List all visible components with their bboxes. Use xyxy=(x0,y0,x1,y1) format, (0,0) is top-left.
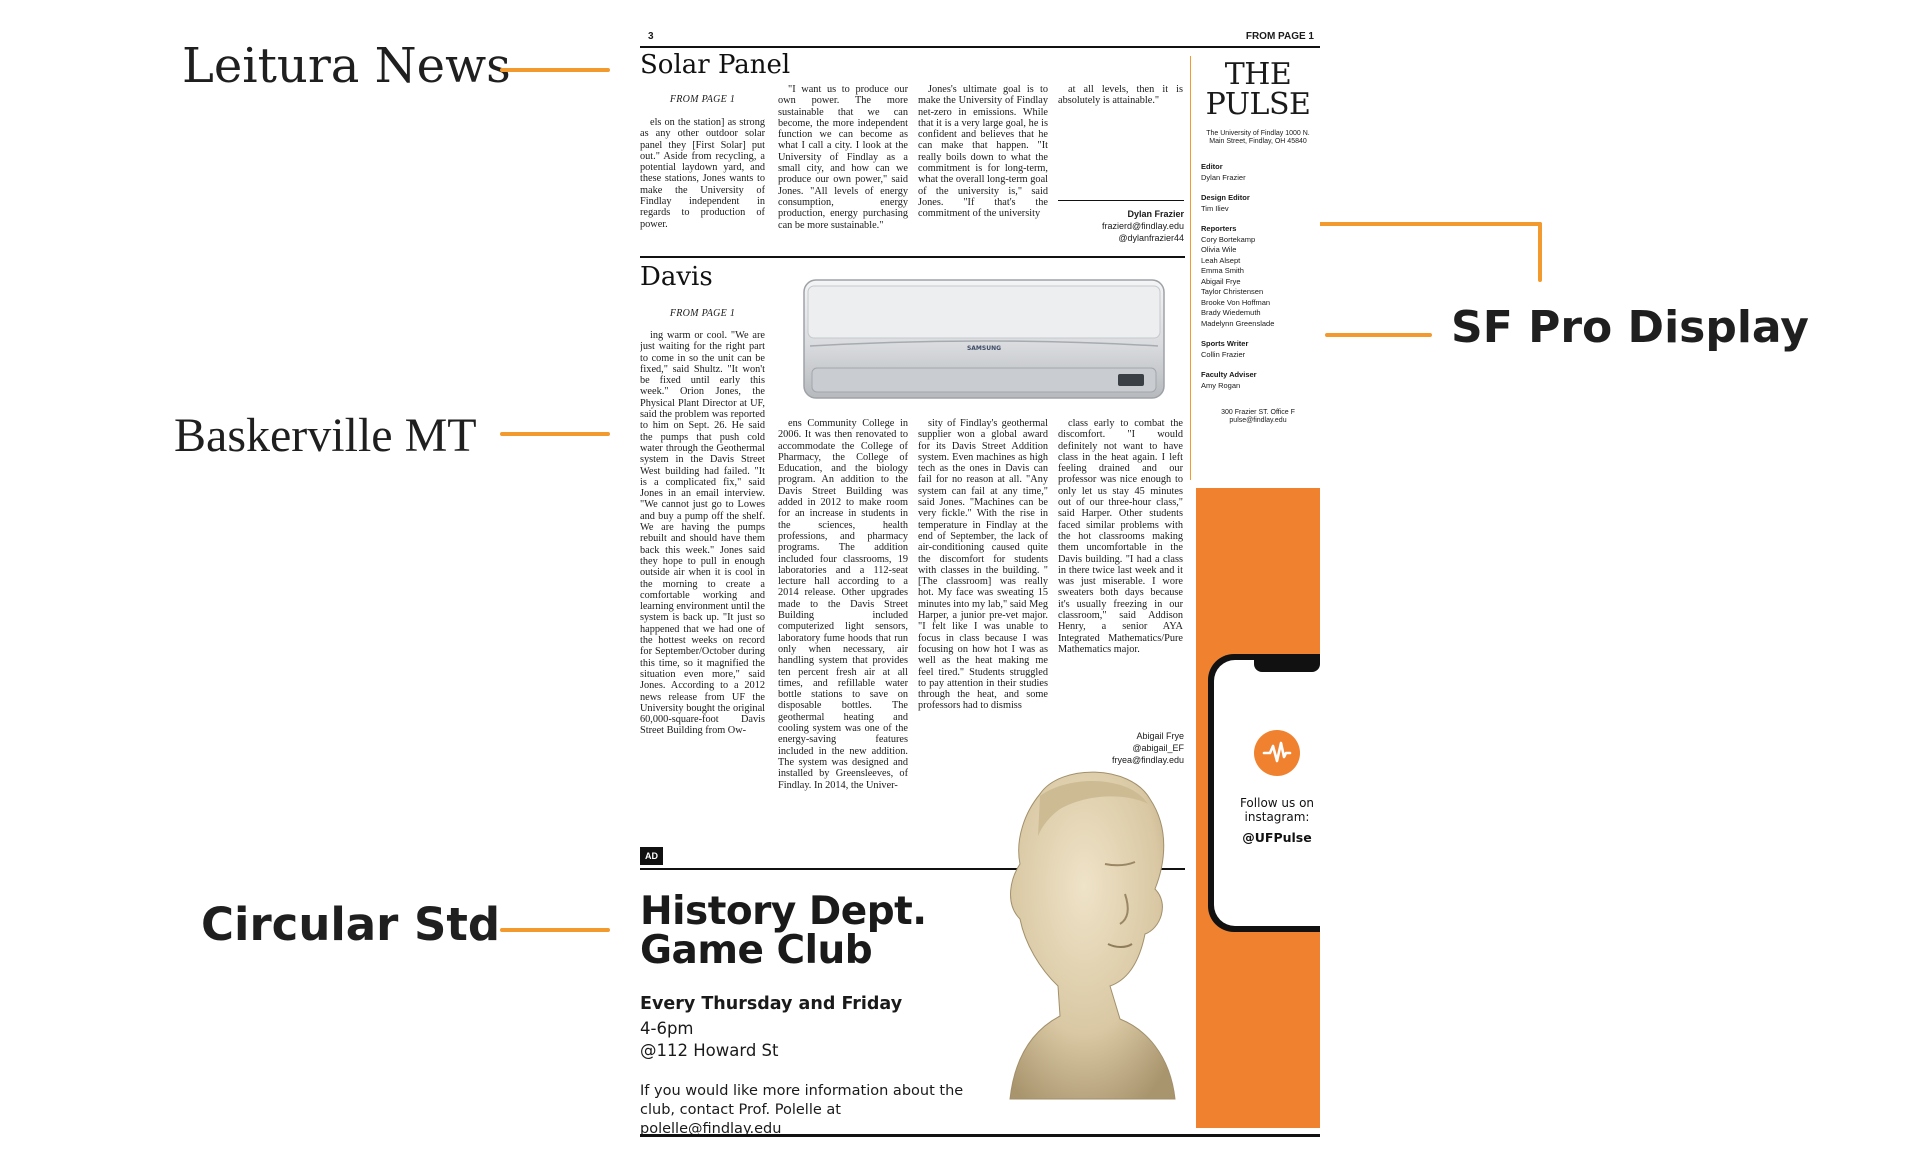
staff-faculty-adviser: Amy Rogan xyxy=(1201,380,1241,390)
annotation-leitura-news: Leitura News xyxy=(182,38,511,94)
ad-location: @112 Howard St xyxy=(640,1041,779,1060)
davis-headline: Davis xyxy=(640,262,713,292)
staff-reporter: Madelynn Greenslade xyxy=(1201,318,1275,328)
staff-list: Editor Dylan Frazier Design Editor Tim I… xyxy=(1201,162,1315,391)
staff-reporter: Brady Wiedemuth xyxy=(1201,308,1261,317)
ad-rule xyxy=(640,868,1185,870)
staff-role-editor: Editor xyxy=(1201,162,1223,171)
ad-schedule: Every Thursday and Friday xyxy=(640,994,903,1014)
ad-contact-info: If you would like more information about… xyxy=(640,1083,964,1137)
davis-column-2: ens Community College in 2006. It was th… xyxy=(778,418,908,791)
staff-reporter: Taylor Christensen xyxy=(1201,287,1264,296)
instagram-handle: @UFPulse xyxy=(1242,830,1312,845)
solar-column-1: els on the station] as strong as any oth… xyxy=(640,117,765,230)
annotation-line-sfpro-top xyxy=(1190,222,1542,226)
solar-byline-rule xyxy=(1058,200,1184,201)
phone-screen: Follow us on instagram: @UFPulse xyxy=(1214,660,1320,926)
ad-tag: AD xyxy=(640,847,663,865)
staff-role-design: Design Editor xyxy=(1201,193,1250,202)
staff-reporter: Cory Bortekamp xyxy=(1201,234,1256,244)
instagram-promo-panel: Follow us on instagram: @UFPulse xyxy=(1196,488,1320,1128)
solar-headline: Solar Panel xyxy=(640,50,791,80)
solar-author: Dylan Frazier xyxy=(1127,209,1184,219)
phone-notch xyxy=(1254,660,1320,672)
davis-author-handle: @abigail_EF xyxy=(1132,743,1184,753)
staff-role-sports: Sports Writer xyxy=(1201,339,1249,348)
masthead-contact: 300 Frazier ST. Office F pulse@findlay.e… xyxy=(1221,409,1295,424)
bottom-rule xyxy=(640,1134,1320,1137)
solar-byline: Dylan Frazier frazierd@findlay.edu @dyla… xyxy=(1058,208,1184,244)
masthead: THE PULSE The University of Findlay 1000… xyxy=(1190,56,1315,480)
phone-mockup: Follow us on instagram: @UFPulse xyxy=(1208,654,1320,932)
staff-reporter: Emma Smith xyxy=(1201,266,1244,275)
davis-author: Abigail Frye xyxy=(1136,731,1184,741)
masthead-address: The University of Findlay 1000 N. Main S… xyxy=(1206,130,1310,145)
solar-column-4: at all levels, then it is absolutely is … xyxy=(1058,84,1183,107)
davis-byline: Abigail Frye @abigail_EF fryea@findlay.e… xyxy=(1058,730,1184,766)
ad-time: 4-6pm xyxy=(640,1019,694,1038)
ad-title: History Dept. Game Club xyxy=(640,889,927,973)
solar-column-2: "I want us to produce our own power. The… xyxy=(778,84,908,231)
section-rule xyxy=(640,256,1185,258)
davis-column-3: sity of Findlay's geothermal supplier wo… xyxy=(918,418,1048,712)
top-rule xyxy=(640,46,1320,48)
solar-author-handle: @dylanfrazier44 xyxy=(1118,233,1184,243)
annotation-sf-pro-display: SF Pro Display xyxy=(1451,302,1809,353)
davis-column-4: class early to combat the discomfort. "I… xyxy=(1058,418,1183,655)
staff-reporter: Brooke Von Hoffman xyxy=(1201,297,1271,307)
staff-design-editor: Tim Iliev xyxy=(1201,203,1229,213)
annotation-line-baskerville xyxy=(500,432,610,436)
staff-reporter: Leah Alsept xyxy=(1201,255,1241,265)
staff-reporter: Olivia Wile xyxy=(1201,245,1237,254)
page-continued-from: FROM PAGE 1 xyxy=(1245,31,1314,42)
annotation-line-sfpro-vertical xyxy=(1538,222,1542,282)
solar-author-email: frazierd@findlay.edu xyxy=(1101,221,1184,231)
annotation-line-circular xyxy=(500,928,610,932)
pulse-logo-icon xyxy=(1254,730,1300,776)
solar-column-3: Jones's ultimate goal is to make the Uni… xyxy=(918,84,1048,220)
staff-role-adviser: Faculty Adviser xyxy=(1201,370,1257,379)
staff-role-reporters: Reporters xyxy=(1201,224,1237,233)
staff-sports-writer: Collin Frazier xyxy=(1201,349,1246,359)
air-conditioner-photo: SAMSUNG xyxy=(803,279,1165,399)
annotation-line-sfpro xyxy=(1325,333,1432,337)
masthead-title: THE PULSE xyxy=(1205,57,1311,122)
staff-editor: Dylan Frazier xyxy=(1201,172,1246,182)
annotation-line-leitura xyxy=(500,68,610,72)
davis-from-page: FROM PAGE 1 xyxy=(669,308,736,319)
newspaper-page: 3 FROM PAGE 1 Solar Panel FROM PAGE 1 el… xyxy=(640,24,1320,1144)
davis-column-1: ing warm or cool. "We are just waiting f… xyxy=(640,330,765,737)
page-number: 3 xyxy=(648,31,654,42)
marble-bust-image xyxy=(1009,771,1176,1100)
solar-from-page: FROM PAGE 1 xyxy=(669,94,736,105)
instagram-follow-text: Follow us on instagram: xyxy=(1239,796,1315,824)
annotation-baskerville: Baskerville MT xyxy=(174,409,477,462)
air-conditioner-brand: SAMSUNG xyxy=(967,345,1001,352)
staff-reporter: Abigail Frye xyxy=(1201,276,1241,286)
davis-author-email: fryea@findlay.edu xyxy=(1111,755,1184,765)
annotation-circular-std: Circular Std xyxy=(201,898,501,951)
